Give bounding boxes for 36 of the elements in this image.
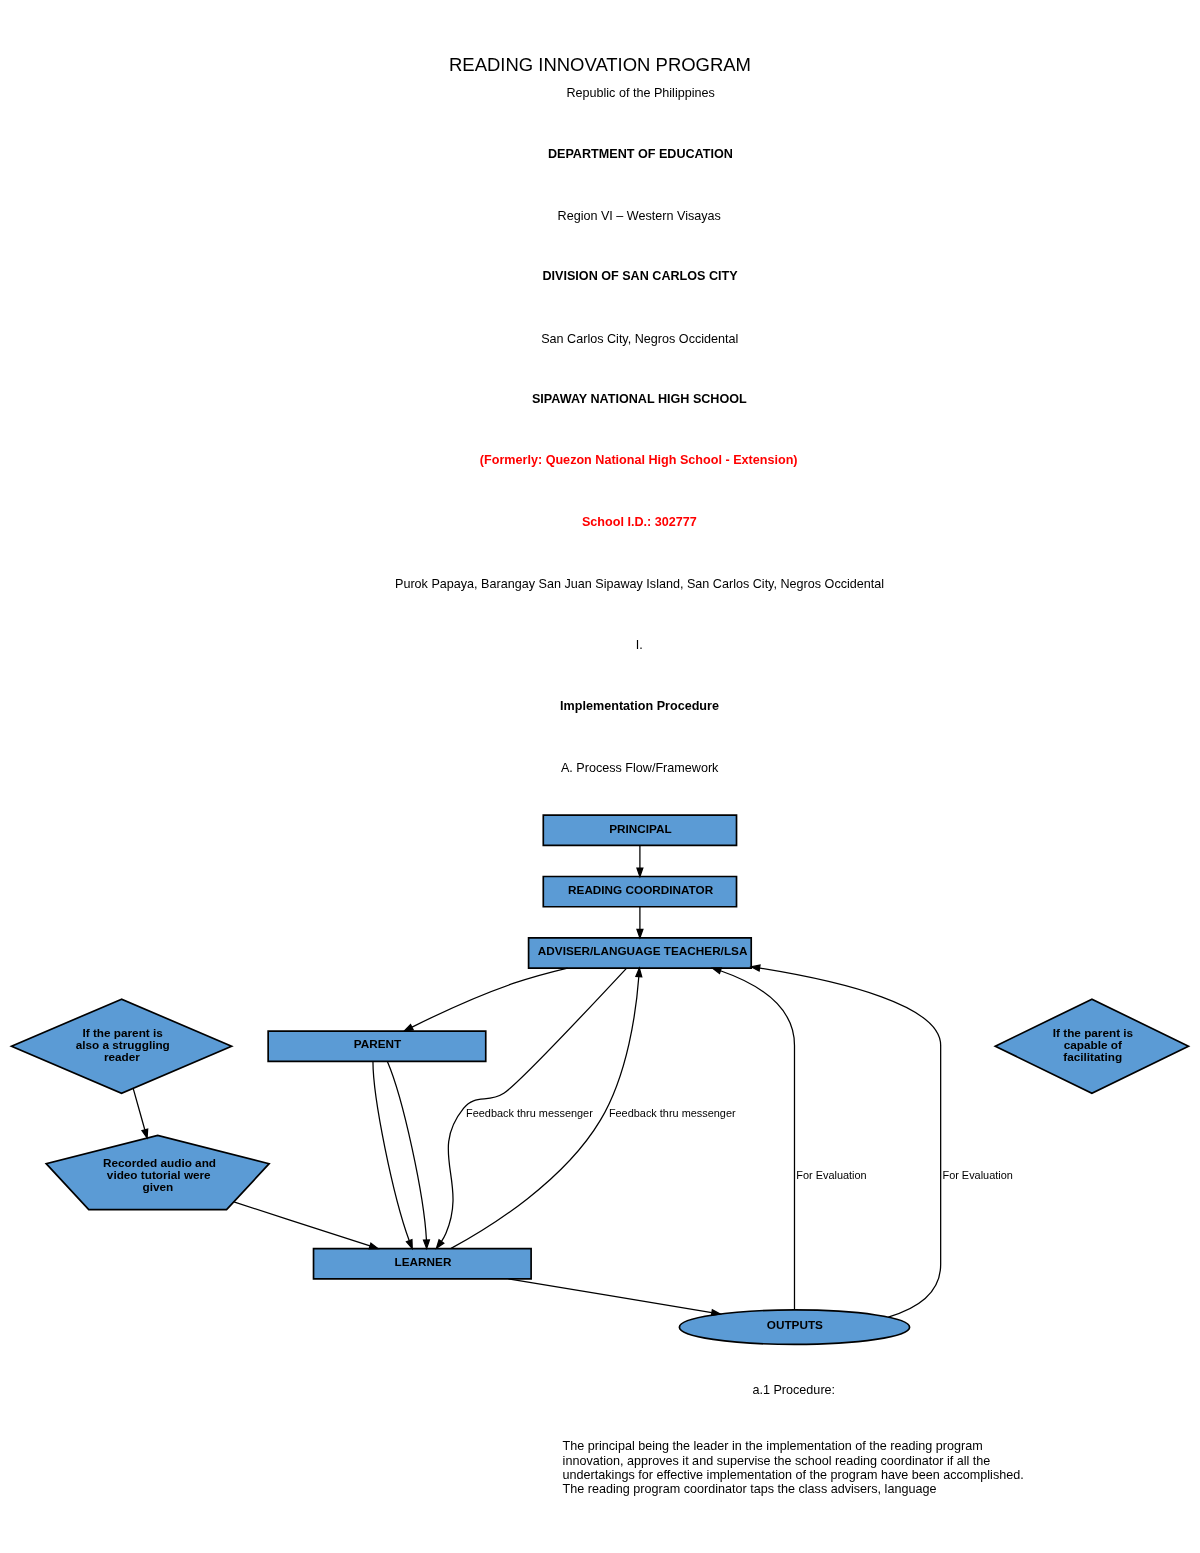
label: School I.D.: 302777	[581, 514, 697, 529]
node-diamond: If the parent is also a struggling reader	[9, 998, 234, 1095]
arrow	[636, 844, 644, 879]
label: I.	[635, 638, 643, 653]
label: The principal being the leader in the implementation of the reading program innovation, approves it and supervise the school reading coordinator if all the undertakings for effective implementation of the program have been accomplished. The reading program coordinator taps the class advisers, language	[562, 1439, 1024, 1497]
label: San Carlos City, Negros Occidental	[541, 331, 739, 346]
label: (Formerly: Quezon National High School - Extension)	[479, 453, 798, 468]
label: DIVISION OF SAN CARLOS CITY	[542, 269, 738, 284]
arrow	[386, 1060, 431, 1251]
node-box: READING COORDINATOR	[542, 875, 738, 908]
arrow	[233, 1201, 380, 1250]
node-box: ADVISER/LANGUAGE TEACHER/LSA	[527, 937, 753, 969]
arrow	[132, 1087, 149, 1140]
arrow	[636, 906, 644, 940]
label: Implementation Procedure	[560, 698, 719, 713]
diagram-title: READING INNOVATION PROGRAM	[448, 53, 752, 75]
label: Purok Papaya, Barangay San Juan Sipaway Island, San Carlos City, Negros Occidental	[395, 576, 885, 591]
node-box: PRINCIPAL	[542, 814, 738, 847]
label: SIPAWAY NATIONAL HIGH SCHOOL	[531, 392, 747, 407]
edge-label: Feedback thru messenger	[466, 1107, 593, 1120]
arrow	[749, 964, 942, 1318]
edge-label: For Evaluation	[942, 1169, 1013, 1182]
node-box: LEARNER	[312, 1247, 532, 1280]
edge-label: Feedback thru messenger	[608, 1107, 736, 1120]
label: Region VI – Western Visayas	[557, 208, 721, 223]
label: A. Process Flow/Framework	[560, 760, 719, 775]
edge-label: For Evaluation	[796, 1169, 867, 1182]
arrow	[402, 967, 569, 1032]
label: Republic of the Philippines	[566, 86, 715, 101]
label: a.1 Procedure:	[752, 1382, 836, 1397]
node-box: PARENT	[267, 1030, 487, 1063]
arrow	[372, 1060, 413, 1251]
arrow	[710, 967, 796, 1311]
label: DEPARTMENT OF EDUCATION	[547, 146, 733, 161]
arrow	[507, 1278, 723, 1317]
node-diamond: If the parent is capable of facilitating	[993, 998, 1191, 1095]
